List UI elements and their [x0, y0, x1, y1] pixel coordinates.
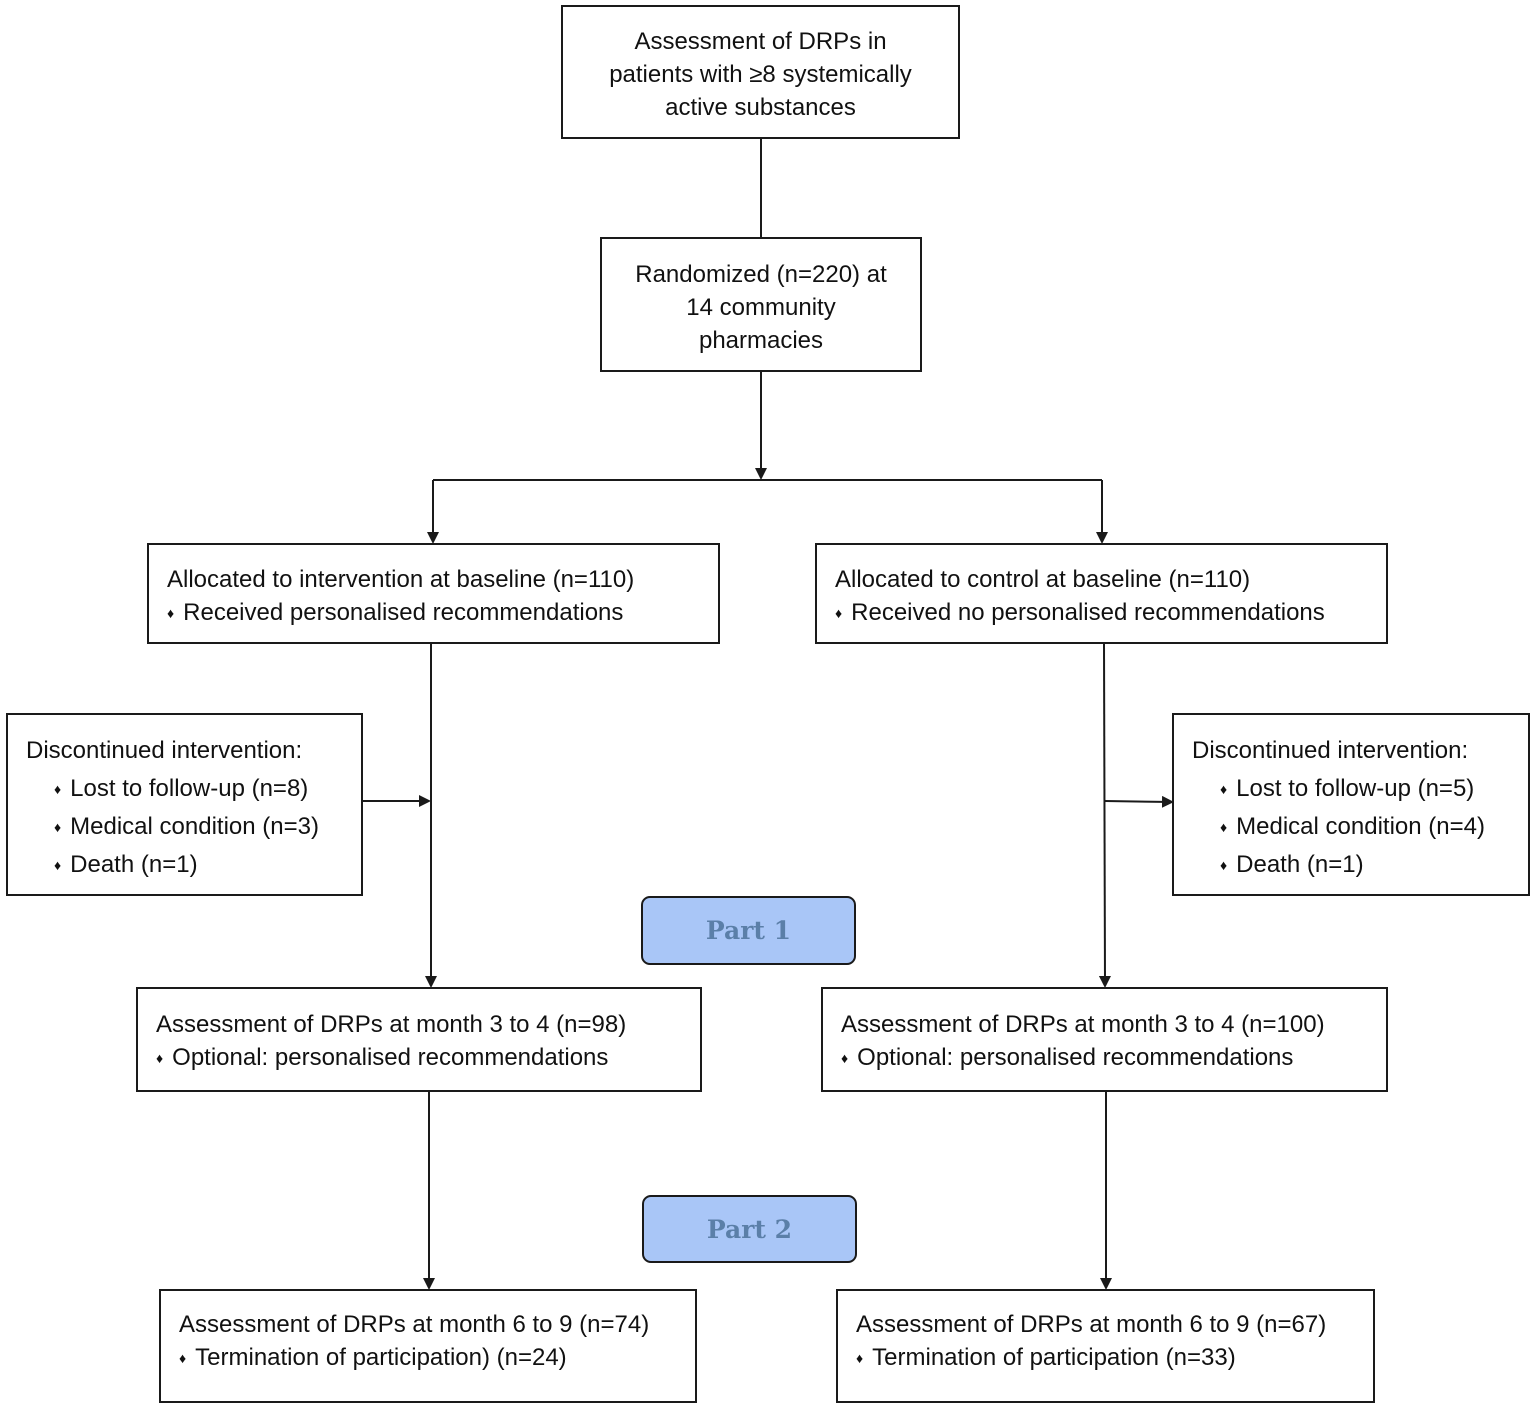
part-2-label: Part 2 — [642, 1195, 857, 1263]
control-discontinued-item: Death (n=1) — [1236, 851, 1364, 878]
intervention-discontinued-item: Death (n=1) — [70, 851, 198, 878]
bullet-icon: ♦ — [835, 605, 843, 621]
assessment-start-line-1: Assessment of DRPs in — [634, 28, 887, 55]
intervention-discontinued-title: Discontinued intervention: — [26, 737, 303, 764]
bullet-icon: ♦ — [54, 781, 62, 797]
bullet-icon: ♦ — [856, 1350, 864, 1366]
bullet-icon: ♦ — [841, 1050, 849, 1066]
part-1-label: Part 1 — [641, 896, 856, 965]
intervention-month6-bullet: Termination of participation) (n=24) — [195, 1344, 567, 1371]
arrow-control-line-to-discontinued — [1104, 795, 1174, 808]
bullet-icon: ♦ — [179, 1350, 187, 1366]
bullet-icon: ♦ — [156, 1050, 164, 1066]
intervention-baseline-title: Allocated to intervention at baseline (n… — [167, 566, 635, 593]
bullet-icon: ♦ — [54, 857, 62, 873]
arrow-control-to-month3 — [1098, 642, 1111, 988]
randomized-box: Randomized (n=220) at 14 community pharm… — [600, 237, 922, 372]
control-month3-title: Assessment of DRPs at month 3 to 4 (n=10… — [841, 1011, 1325, 1038]
randomized-line-2: 14 community — [686, 294, 836, 321]
randomized-line-1: Randomized (n=220) at — [635, 261, 887, 288]
control-baseline-box: Allocated to control at baseline (n=110)… — [815, 543, 1388, 644]
control-month3-bullet: Optional: personalised recommendations — [857, 1044, 1294, 1071]
intervention-discontinued-item: Medical condition (n=3) — [70, 813, 319, 840]
control-discontinued-title: Discontinued intervention: — [1192, 737, 1469, 764]
control-month6-title: Assessment of DRPs at month 6 to 9 (n=67… — [856, 1311, 1327, 1338]
randomized-line-3: pharmacies — [698, 327, 824, 354]
intervention-month3-bullet: Optional: personalised recommendations — [172, 1044, 609, 1071]
intervention-month3-box: Assessment of DRPs at month 3 to 4 (n=98… — [136, 987, 702, 1092]
bullet-icon: ♦ — [1220, 857, 1228, 873]
control-month6-bullet: Termination of participation (n=33) — [872, 1344, 1236, 1371]
assessment-start-box: Assessment of DRPs in patients with ≥8 s… — [561, 5, 960, 139]
control-month3-box: Assessment of DRPs at month 3 to 4 (n=10… — [821, 987, 1388, 1092]
intervention-month6-title: Assessment of DRPs at month 6 to 9 (n=74… — [179, 1311, 650, 1338]
bullet-icon: ♦ — [167, 605, 175, 621]
assessment-start-line-3: active substances — [665, 94, 856, 121]
intervention-baseline-box: Allocated to intervention at baseline (n… — [147, 543, 720, 644]
control-discontinued-item: Lost to follow-up (n=5) — [1236, 775, 1475, 802]
assessment-start-line-2: patients with ≥8 systemically — [609, 61, 912, 88]
bullet-icon: ♦ — [1220, 781, 1228, 797]
bullet-icon: ♦ — [1220, 819, 1228, 835]
control-baseline-title: Allocated to control at baseline (n=110) — [835, 566, 1251, 593]
bullet-icon: ♦ — [54, 819, 62, 835]
intervention-discontinued-box: Discontinued intervention: ♦ Lost to foll… — [6, 713, 363, 896]
intervention-month6-box: Assessment of DRPs at month 6 to 9 (n=74… — [159, 1289, 697, 1403]
control-discontinued-item: Medical condition (n=4) — [1236, 813, 1485, 840]
intervention-baseline-bullet: Received personalised recommendations — [183, 599, 624, 626]
intervention-month3-title: Assessment of DRPs at month 3 to 4 (n=98… — [156, 1011, 627, 1038]
control-baseline-bullet: Received no personalised recommendations — [851, 599, 1325, 626]
control-discontinued-box: Discontinued intervention: ♦ Lost to foll… — [1172, 713, 1530, 896]
intervention-discontinued-item: Lost to follow-up (n=8) — [70, 775, 309, 802]
control-month6-box: Assessment of DRPs at month 6 to 9 (n=67… — [836, 1289, 1375, 1403]
